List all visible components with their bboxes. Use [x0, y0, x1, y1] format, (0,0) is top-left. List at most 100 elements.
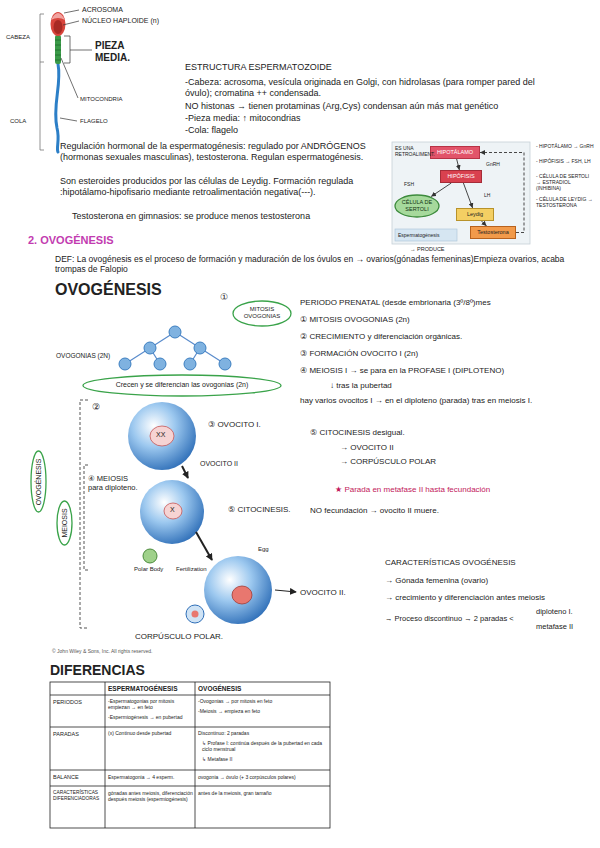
figure-label: Espermatogénesis: [398, 232, 439, 238]
hormone-box: HIPOTÁLAMO: [430, 146, 480, 159]
part-label: ⑤ CITOCINESIS.: [228, 505, 291, 515]
figure-label: Fertilization: [176, 566, 207, 573]
figure-note: → PRODUCE: [410, 246, 445, 253]
note-text: ↓ tras la pubertad: [330, 381, 392, 391]
table-cell: ovogonia → óvulo (+ 3 corpúsculos polare…: [198, 774, 328, 780]
oval-outline: [233, 301, 291, 326]
table-cell: -Espermatogonias por mitosis empiezan → …: [108, 698, 193, 710]
part-label: COLA: [10, 118, 26, 125]
hormone-box: Testosterona: [470, 226, 516, 239]
note-text: ④ MEIOSIS I → se para en la PROFASE I (D…: [300, 366, 504, 376]
node-text: CÉLULA DE SERTOLI: [400, 199, 434, 212]
figure-label: Egg: [258, 546, 269, 553]
part-label: OVOGONIAS (2N): [56, 352, 110, 360]
chromosome-label: X: [170, 506, 175, 514]
node-text: MEIOSIS: [60, 508, 68, 537]
cell-box: Leydig: [456, 208, 494, 221]
figure-note: ES UNA RETROALIMENT.: [395, 145, 427, 157]
table-title: DIFERENCIAS: [50, 662, 145, 679]
part-label: OVOCITO II.: [300, 588, 346, 598]
oval-outline: [395, 195, 439, 217]
callout-number: ①: [220, 292, 228, 303]
part-label: OVOCITO II: [200, 460, 238, 468]
note-text: → Gónada femenina (ovario): [385, 576, 488, 586]
node-text: Testosterona: [473, 229, 513, 236]
note-text: -Cola: flagelo: [185, 125, 238, 136]
definition-text: DEF: La ovogénesis es el proceso de form…: [55, 254, 575, 274]
hormone-panel: [392, 142, 530, 244]
table-cell: -Meiosis → empieza en feto: [198, 708, 328, 714]
table-row-header: CARACTERÍSTICAS DIFERENCIADORAS: [53, 790, 105, 802]
section-heading: 2. OVOGÉNESIS: [28, 234, 114, 247]
table-row-header: PERIODOS: [53, 699, 82, 706]
part-label: MITOCONDRIA: [80, 96, 123, 103]
copyright-note: © John Wiley & Sons, Inc. All rights res…: [52, 648, 152, 654]
node-text: HIPOTÁLAMO: [433, 149, 477, 156]
note-text: -Cabeza: acrosoma, vesícula originada en…: [185, 77, 560, 99]
table-cell: ↳ Metafase II: [202, 756, 232, 762]
hormone-label: LH: [484, 192, 490, 198]
note-text: ① MITOSIS OVOGONIAS (2n): [300, 315, 410, 325]
part-label: FLAGELO: [80, 118, 108, 125]
note-text: → CORPÚSCULO POLAR: [340, 457, 436, 467]
oval-outline: [57, 501, 72, 545]
side-note: - CÉLULA DE SERTOLI → ESTRADIOL (INHIBIN…: [536, 173, 594, 191]
note-text: Testosterona en gimnasios: se produce me…: [72, 211, 310, 222]
connector-arrow: [457, 159, 460, 170]
node-text: OVOGÉNESIS: [34, 458, 42, 505]
table-cell: Discontinuo: 2 paradas: [198, 730, 328, 736]
table-cell: Espermatogonia → 4 esperm.: [108, 774, 193, 780]
note-text: NO fecundación → ovocito II muere.: [310, 506, 439, 516]
side-note: - CÉLULA DE LEYDIG → TESTOSTERONA: [536, 196, 594, 208]
chromosome-label: XX: [156, 431, 165, 439]
highlight-oval: Crecen y se diferencian las ovogonias (2…: [82, 374, 282, 397]
note-text: ② CRECIMIENTO y diferenciación orgánicas…: [300, 332, 462, 342]
figure-title: OVOGÉNESIS: [55, 280, 162, 299]
node-text: Crecen y se diferencian las ovogonias (2…: [102, 381, 262, 389]
table-header: ESPERMATOGÉNESIS: [108, 685, 177, 693]
note-text: hay varios ovocitos I → en el diploteno …: [300, 396, 570, 406]
hormone-label: GnRH: [486, 161, 500, 167]
part-label: CORPÚSCULO POLAR.: [135, 632, 223, 642]
highlight-oval: MITOSIS OVOGONIAS: [232, 300, 292, 327]
table-header: OVOGÉNESIS: [198, 685, 241, 693]
note-text: metafase II: [536, 622, 573, 631]
oogenesis-illustration: [80, 326, 296, 628]
node-text: Leydig: [459, 211, 491, 218]
part-label: ③ OVOCITO I.: [208, 420, 261, 430]
sperm-illustration: [40, 10, 92, 152]
part-label: ④ MEIOSIS para diploteno.: [88, 474, 144, 492]
oval-outline: [31, 451, 46, 512]
note-text: ★ Parada en metafase II hasta fecundació…: [335, 485, 490, 495]
cell-oval: CÉLULA DE SERTOLI: [394, 194, 440, 218]
section-heading: ESTRUCTURA ESPERMATOZOIDE: [185, 62, 332, 73]
note-text: ③ FORMACIÓN OVOCITO I (2n): [300, 349, 418, 359]
table-cell: gónadas antes meiosis, diferenciación de…: [108, 790, 193, 802]
note-text: ⑤ CITOCINESIS desigual.: [310, 428, 405, 438]
highlight-oval: OVOGÉNESIS: [30, 450, 47, 513]
node-text: HIPÓFISIS: [443, 173, 479, 180]
side-note: - HIPOTÁLAMO → GnRH: [536, 143, 594, 149]
note-text: PERIODO PRENATAL (desde embrionaria (3º/…: [300, 298, 491, 308]
table-cell: antes de la meiosis, gran tamaño: [198, 790, 328, 796]
note-heading: CARACTERÍSTICAS OVOGÉNESIS: [385, 558, 516, 568]
note-text: Son esteroides producidos por las célula…: [60, 176, 385, 198]
callout-number: ②: [92, 402, 100, 413]
part-label: ACROSOMA: [82, 6, 123, 14]
oval-outline: [83, 375, 281, 396]
side-note: - HIPÓFISIS → FSH, LH: [536, 158, 594, 164]
node-text: MITOSIS OVOGONIAS: [242, 306, 282, 320]
figure-label: Polar Body: [134, 566, 163, 573]
part-label: CABEZA: [6, 34, 30, 41]
note-text: Regulación hormonal de la espermatogénes…: [60, 141, 385, 163]
note-text: -Pieza media: ↑ mitocondrias: [185, 113, 301, 124]
table-row-header: PARADAS: [53, 731, 79, 738]
part-label: PIEZA MEDIA.: [95, 40, 143, 64]
table-row-header: BALANCE: [53, 774, 79, 781]
hormone-box: HIPÓFISIS: [440, 170, 482, 183]
note-text: → crecimiento y diferenciación antes mei…: [385, 593, 545, 603]
note-text: → OVOCITO II: [340, 443, 394, 453]
note-text: diploteno I.: [536, 607, 573, 616]
table-cell: -Ovogonias → por mitosis en feto: [198, 698, 328, 704]
